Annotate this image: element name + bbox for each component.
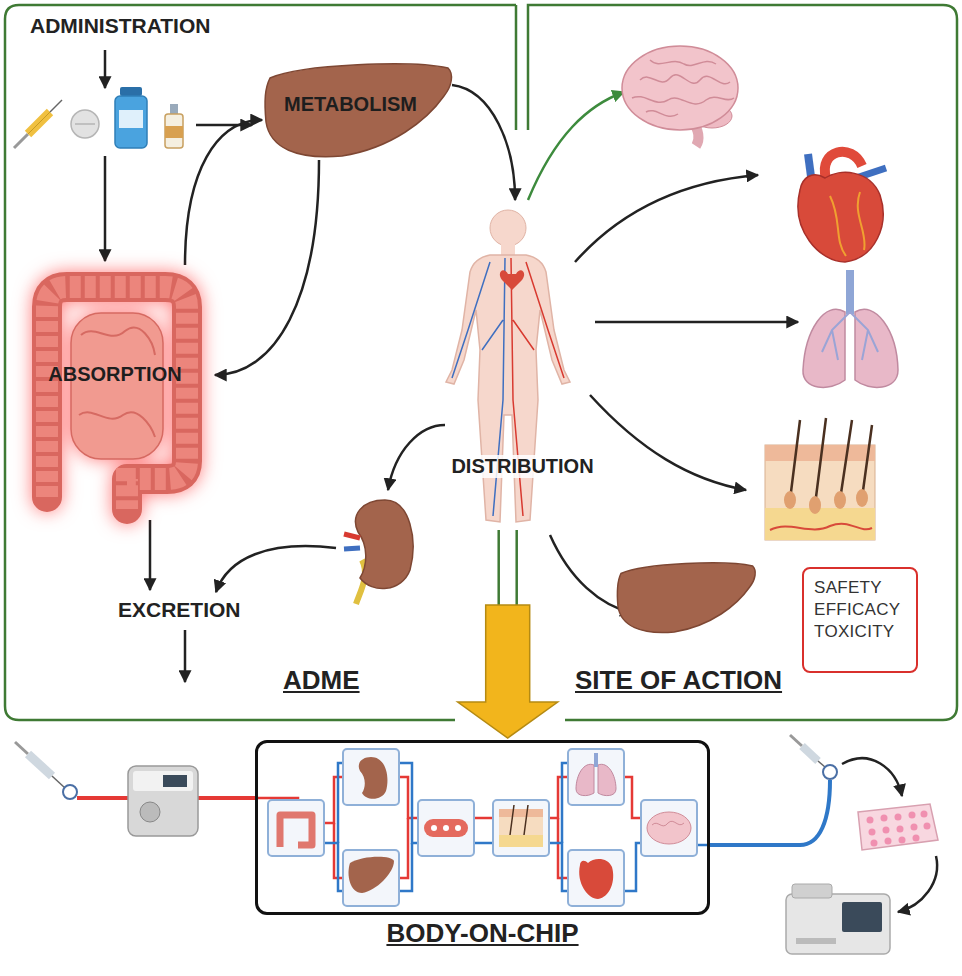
heart-figure xyxy=(798,152,886,262)
brain-figure xyxy=(622,46,738,146)
panel-title: SITE OF ACTION xyxy=(575,665,782,696)
flow-arrow xyxy=(215,160,319,375)
organ-label: ABSORPTION xyxy=(48,363,181,386)
stage-label: EXCRETION xyxy=(118,598,241,622)
organ-label: DISTRIBUTION xyxy=(447,455,597,478)
body-node: DISTRIBUTION xyxy=(430,200,615,530)
panel-title: ADME xyxy=(283,665,360,696)
kidney-figure xyxy=(344,500,413,604)
organ-label: METABOLISM xyxy=(284,93,417,116)
perfusion-setup xyxy=(15,735,938,954)
intestine-node: ABSORPTION xyxy=(15,265,215,515)
lungs-figure xyxy=(803,270,898,387)
drug-icons xyxy=(14,87,183,148)
transfer-arrow xyxy=(458,530,558,738)
flow-arrow xyxy=(452,85,515,200)
liver-node: METABOLISM xyxy=(262,60,452,160)
chip-organs xyxy=(258,743,707,912)
intestine-shape xyxy=(15,265,215,515)
flow-arrows xyxy=(105,50,798,682)
flow-arrow xyxy=(185,120,262,265)
outcome-text: SAFETY EFFICACY TOXICITY xyxy=(814,577,906,643)
liver-figure xyxy=(617,563,755,633)
stage-label: ADMINISTRATION xyxy=(30,14,210,38)
panel-title: BODY-ON-CHIP xyxy=(386,918,578,949)
body-shape xyxy=(430,200,615,530)
chip-box: BODY-ON-CHIP xyxy=(255,740,710,915)
outcome-box: SAFETY EFFICACY TOXICITY xyxy=(802,567,918,673)
skin-figure xyxy=(765,418,875,540)
